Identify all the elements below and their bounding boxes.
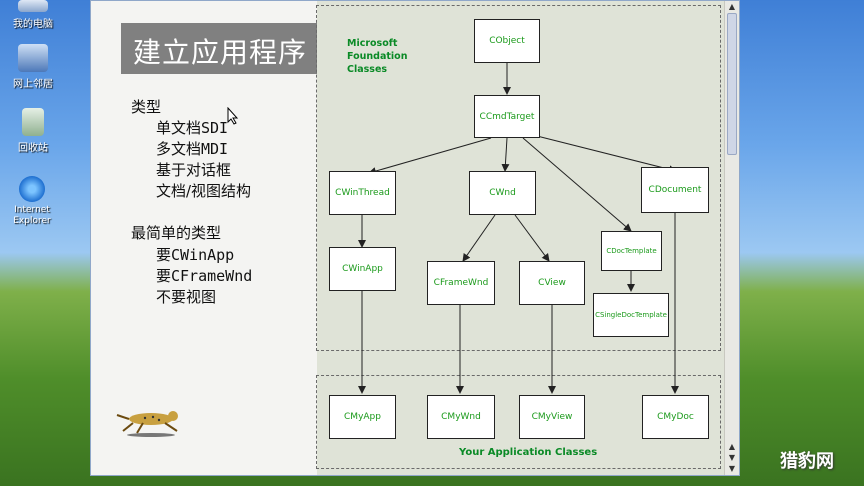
text-line: 要CWinApp bbox=[156, 246, 235, 264]
class-box-ccmdtarget: CCmdTarget bbox=[474, 95, 540, 138]
presentation-window: 建立应用程序 类型 单文档SDI 多文档MDI 基于对话框 文档/视图结构 最简… bbox=[90, 0, 740, 476]
slide-title-box: 建立应用程序 bbox=[121, 23, 331, 74]
ie-icon bbox=[19, 176, 45, 202]
class-box-cmydoc: CMyDoc bbox=[642, 395, 709, 439]
inheritance-arrows bbox=[358, 63, 679, 394]
network-icon bbox=[18, 44, 48, 72]
class-box-cdoctemplate: CDocTemplate bbox=[601, 231, 662, 271]
class-box-cwinthread: CWinThread bbox=[329, 171, 396, 215]
text-line: 不要视图 bbox=[156, 288, 217, 306]
slide-left-panel: 建立应用程序 类型 单文档SDI 多文档MDI 基于对话框 文档/视图结构 最简… bbox=[91, 1, 331, 475]
scroll-down-icon[interactable]: ▼ bbox=[728, 464, 736, 473]
class-box-cmyview: CMyView bbox=[519, 395, 585, 439]
mouse-cursor-icon bbox=[227, 107, 239, 125]
desktop-icon-label: 网上邻居 bbox=[13, 79, 53, 90]
computer-icon bbox=[18, 0, 48, 12]
desktop-icon-network[interactable]: 网上邻居 bbox=[2, 44, 64, 90]
text-line: 文档/视图结构 bbox=[156, 182, 252, 200]
class-box-cmywnd: CMyWnd bbox=[427, 395, 495, 439]
desktop-icon-ie[interactable]: Internet Explorer bbox=[0, 176, 64, 227]
text-line: 类型 bbox=[131, 98, 162, 116]
desktop-icon-recycle-bin[interactable]: 回收站 bbox=[2, 108, 64, 154]
desktop-icon-label: Internet Explorer bbox=[13, 205, 51, 226]
mfc-label: Microsoft Foundation Classes bbox=[347, 38, 408, 75]
app-classes-label: Your Application Classes bbox=[459, 447, 598, 458]
text-line: 最简单的类型 bbox=[131, 224, 222, 242]
app-classes-region bbox=[316, 375, 721, 469]
mfc-classes-region bbox=[316, 5, 721, 351]
scrollbar-thumb[interactable] bbox=[727, 13, 737, 155]
class-box-cframewnd: CFrameWnd bbox=[427, 261, 495, 305]
scroll-page-down-icon[interactable]: ▼ bbox=[728, 453, 736, 462]
watermark-logo: 猎豹网 bbox=[780, 451, 834, 472]
desktop-icon-my-computer[interactable]: 我的电脑 bbox=[2, 0, 64, 30]
class-box-csingledoctemplate: CSingleDocTemplate bbox=[593, 293, 669, 337]
scroll-up-icon[interactable]: ▲ bbox=[728, 2, 736, 11]
scroll-page-up-icon[interactable]: ▲ bbox=[728, 442, 736, 451]
recycle-bin-icon bbox=[22, 108, 44, 136]
class-box-cmyapp: CMyApp bbox=[329, 395, 396, 439]
class-box-cdocument: CDocument bbox=[641, 167, 709, 213]
desktop-icon-label: 我的电脑 bbox=[13, 19, 53, 30]
class-box-cobject: CObject bbox=[474, 19, 540, 63]
class-box-cwnd: CWnd bbox=[469, 171, 536, 215]
text-line: 多文档MDI bbox=[156, 140, 229, 158]
text-line: 要CFrameWnd bbox=[156, 267, 253, 285]
text-line: 基于对话框 bbox=[156, 161, 232, 179]
class-box-cview: CView bbox=[519, 261, 585, 305]
desktop-icon-label: 回收站 bbox=[18, 143, 48, 154]
text-line: 单文档SDI bbox=[156, 119, 229, 137]
slide-title: 建立应用程序 bbox=[133, 36, 308, 69]
class-box-cwinapp: CWinApp bbox=[329, 247, 396, 291]
cheetah-logo bbox=[116, 411, 178, 437]
vertical-scrollbar[interactable]: ▲ ▲ ▼ ▼ bbox=[724, 1, 739, 475]
